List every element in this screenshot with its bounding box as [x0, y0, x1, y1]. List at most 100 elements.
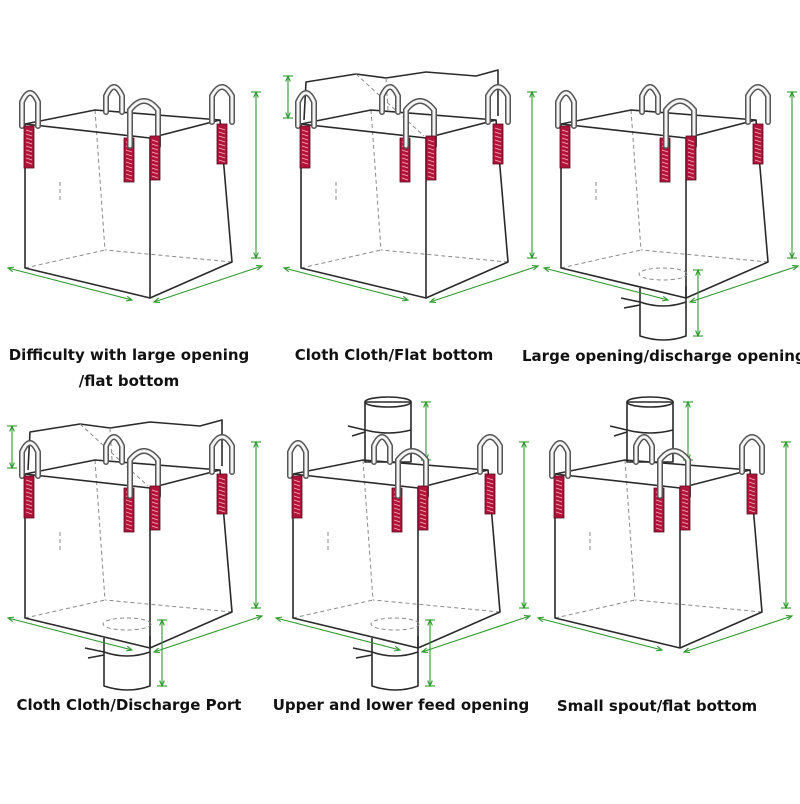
stitch-line — [486, 501, 494, 505]
stitch-line — [681, 513, 689, 517]
strap-icon — [149, 485, 161, 531]
dimension-arrowhead — [428, 297, 437, 304]
stitch-line — [401, 161, 409, 165]
stitch-line — [687, 163, 695, 167]
stitch-line — [419, 501, 427, 505]
lifting-loop-highlight — [128, 449, 160, 498]
stitch-line — [748, 501, 756, 505]
stitch-line — [486, 481, 494, 485]
tie-string — [347, 425, 366, 437]
caption-line: Upper and lower feed opening — [272, 696, 530, 714]
strap-icon — [746, 473, 758, 515]
spout-rim — [364, 396, 412, 408]
stitch-line — [25, 479, 33, 483]
stitch-line — [125, 153, 133, 157]
hidden-edge — [624, 459, 636, 601]
stitch-line — [419, 505, 427, 509]
stitch-line — [427, 143, 435, 147]
stitch-line — [494, 131, 502, 135]
stitch-line — [218, 143, 226, 147]
stitch-line — [655, 515, 663, 519]
stitch-line — [681, 509, 689, 513]
spout-base — [638, 267, 688, 281]
dimension-arrowhead — [393, 645, 402, 652]
dimension-arrowhead — [785, 614, 794, 621]
stitch-line — [125, 161, 133, 165]
stitch-line — [218, 131, 226, 135]
top-skirt — [303, 69, 499, 121]
stitch-line — [748, 485, 756, 489]
stitch-line — [681, 525, 689, 529]
dimension-line — [537, 617, 663, 651]
lifting-loop-highlight — [396, 449, 428, 498]
dimension-arrowhead — [536, 616, 545, 623]
caption-p1: Difficulty with large opening /flat bott… — [0, 342, 258, 394]
strap-icon — [484, 473, 496, 515]
lifting-loop-highlight — [658, 449, 690, 498]
stitch-line — [486, 477, 494, 481]
stitch-line — [218, 135, 226, 139]
lifting-loop-highlight — [640, 85, 660, 114]
stitch-line — [494, 139, 502, 143]
stitch-line — [561, 137, 569, 141]
stitch-line — [486, 509, 494, 513]
bag-illustration-p1 — [6, 84, 264, 304]
dimension-arrowhead — [255, 614, 264, 621]
stitch-line — [151, 521, 159, 525]
stitch-line — [687, 147, 695, 151]
bag-illustration-p5 — [274, 396, 532, 691]
stitch-line — [25, 145, 33, 149]
discharge-spout — [103, 636, 151, 691]
stitch-line — [655, 519, 663, 523]
stitch-line — [681, 505, 689, 509]
dimension-line — [543, 267, 669, 301]
stitch-line — [419, 489, 427, 493]
skirt-fold — [79, 423, 149, 487]
stitch-line — [681, 501, 689, 505]
lifting-loop-highlight — [746, 85, 770, 124]
tie-string — [84, 647, 105, 659]
stitch-line — [555, 511, 563, 515]
stitch-line — [218, 501, 226, 505]
hidden-edge — [24, 599, 106, 619]
stitch-line — [754, 151, 762, 155]
strap-icon — [216, 473, 228, 515]
stitch-line — [151, 509, 159, 513]
lifting-loop-highlight — [380, 85, 400, 114]
hidden-edge — [94, 459, 106, 601]
stitch-line — [151, 151, 159, 155]
stitch-line — [748, 477, 756, 481]
lifting-loop-highlight — [20, 441, 40, 478]
stitch-line — [393, 527, 401, 531]
dimension-arrowhead — [688, 297, 697, 304]
dimension-arrowhead — [255, 264, 264, 271]
strap-icon — [752, 123, 764, 165]
stitch-line — [151, 489, 159, 493]
skirt-fold — [385, 77, 389, 111]
lifting-loop-highlight — [556, 91, 576, 128]
stitch-line — [151, 497, 159, 501]
stitch-line — [555, 499, 563, 503]
stitch-line — [293, 507, 301, 511]
stitch-line — [293, 487, 301, 491]
stitch-line — [293, 499, 301, 503]
stitch-line — [754, 155, 762, 159]
spout-tie — [639, 301, 687, 307]
stitch-line — [401, 173, 409, 177]
dimension-arrowhead — [661, 295, 670, 302]
lifting-loop-highlight — [634, 435, 654, 464]
spout-tie — [364, 429, 412, 434]
stitch-line — [661, 177, 669, 181]
lifting-loop-highlight — [550, 441, 570, 478]
stitch-line — [125, 527, 133, 531]
stitch-line — [401, 153, 409, 157]
caption-line: Cloth Cloth/Discharge Port — [16, 696, 242, 714]
stitch-line — [681, 521, 689, 525]
stitch-line — [419, 493, 427, 497]
dimension-arrowhead — [531, 264, 540, 271]
stitch-line — [125, 511, 133, 515]
stitch-line — [25, 141, 33, 145]
stitch-line — [655, 523, 663, 527]
stitch-line — [218, 505, 226, 509]
stitch-line — [748, 481, 756, 485]
